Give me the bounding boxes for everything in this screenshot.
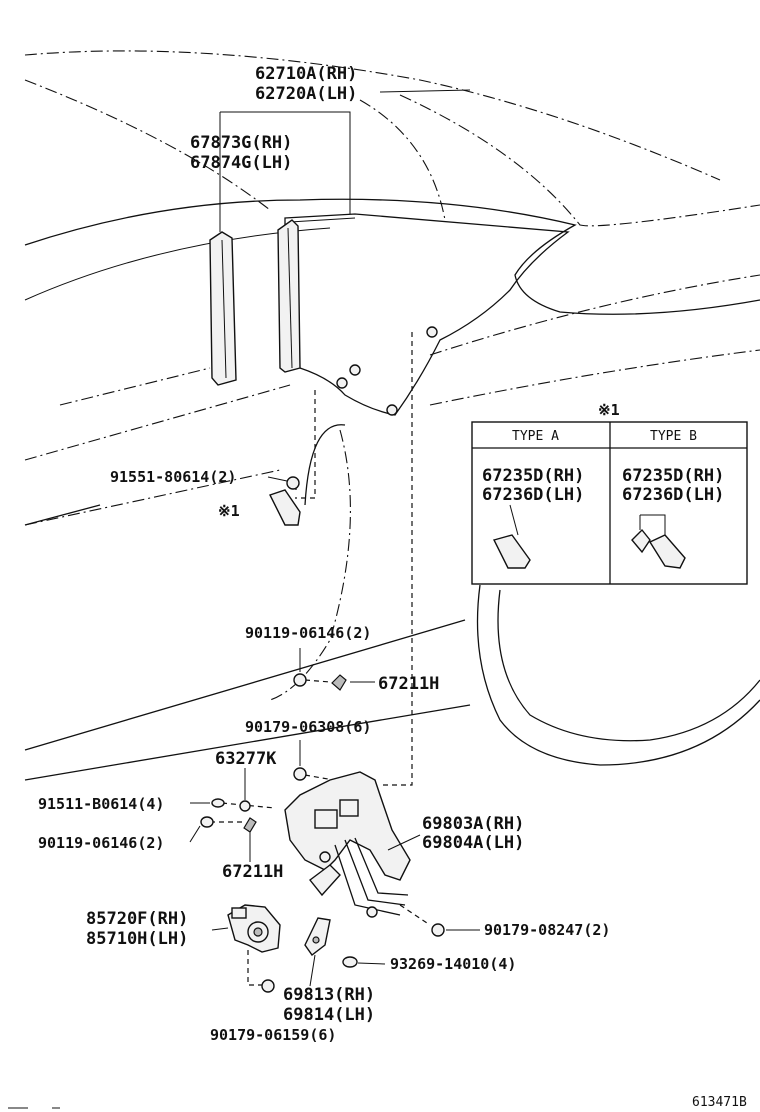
- label-91551: 91551-80614(2): [110, 468, 236, 486]
- label-90179-08247: 90179-08247(2): [484, 921, 610, 939]
- quarter-glass: [284, 213, 570, 416]
- label-leaders: [189, 476, 480, 987]
- label-type-b-lh: 67236D(LH): [622, 485, 724, 505]
- label-note1-left: ※1: [218, 502, 240, 520]
- label-90179-06308: 90179-06308(6): [245, 718, 371, 736]
- label-67874g: 67874G(LH): [190, 153, 292, 173]
- hardware: [200, 476, 445, 993]
- diagram-id: 613471B: [692, 1095, 747, 1110]
- window-regulator: [284, 771, 411, 918]
- label-62720a: 62720A(LH): [255, 84, 357, 104]
- assembly-dashes: [210, 332, 431, 986]
- leader-lines-top: [219, 89, 471, 232]
- label-90119-bottom: 90119-06146(2): [38, 834, 164, 852]
- label-67211h-bottom: 67211H: [222, 862, 283, 882]
- label-63277k: 63277K: [215, 749, 277, 769]
- label-85710h: 85710H(LH): [86, 929, 188, 949]
- glass-bolts: [336, 326, 438, 416]
- label-69803a: 69803A(RH): [422, 814, 524, 834]
- weatherstrip: [209, 219, 301, 386]
- label-67873g: 67873G(RH): [190, 133, 292, 153]
- type-inset-box: [471, 421, 748, 585]
- label-91511: 91511-B0614(4): [38, 795, 164, 813]
- body-outline: [24, 50, 760, 781]
- label-85720f: 85720F(RH): [86, 909, 188, 929]
- label-69814: 69814(LH): [283, 1005, 375, 1025]
- label-67211h-top: 67211H: [378, 674, 439, 694]
- label-type-b-rh: 67235D(RH): [622, 466, 724, 486]
- regulator-bracket: [304, 917, 331, 957]
- labels: 62710A(RH) 62720A(LH) 67873G(RH) 67874G(…: [38, 64, 747, 1110]
- label-69804a: 69804A(LH): [422, 833, 524, 853]
- label-type-b: TYPE B: [650, 429, 697, 444]
- label-note1-inset: ※1: [598, 401, 620, 419]
- label-type-a: TYPE A: [512, 429, 559, 444]
- label-90179-06159: 90179-06159(6): [210, 1026, 336, 1044]
- label-93269: 93269-14010(4): [390, 955, 516, 973]
- label-type-a-rh: 67235D(RH): [482, 466, 584, 486]
- label-type-a-lh: 67236D(LH): [482, 485, 584, 505]
- label-69813: 69813(RH): [283, 985, 375, 1005]
- label-62710a: 62710A(RH): [255, 64, 357, 84]
- label-90119-top: 90119-06146(2): [245, 624, 371, 642]
- regulator-motor: [227, 904, 281, 953]
